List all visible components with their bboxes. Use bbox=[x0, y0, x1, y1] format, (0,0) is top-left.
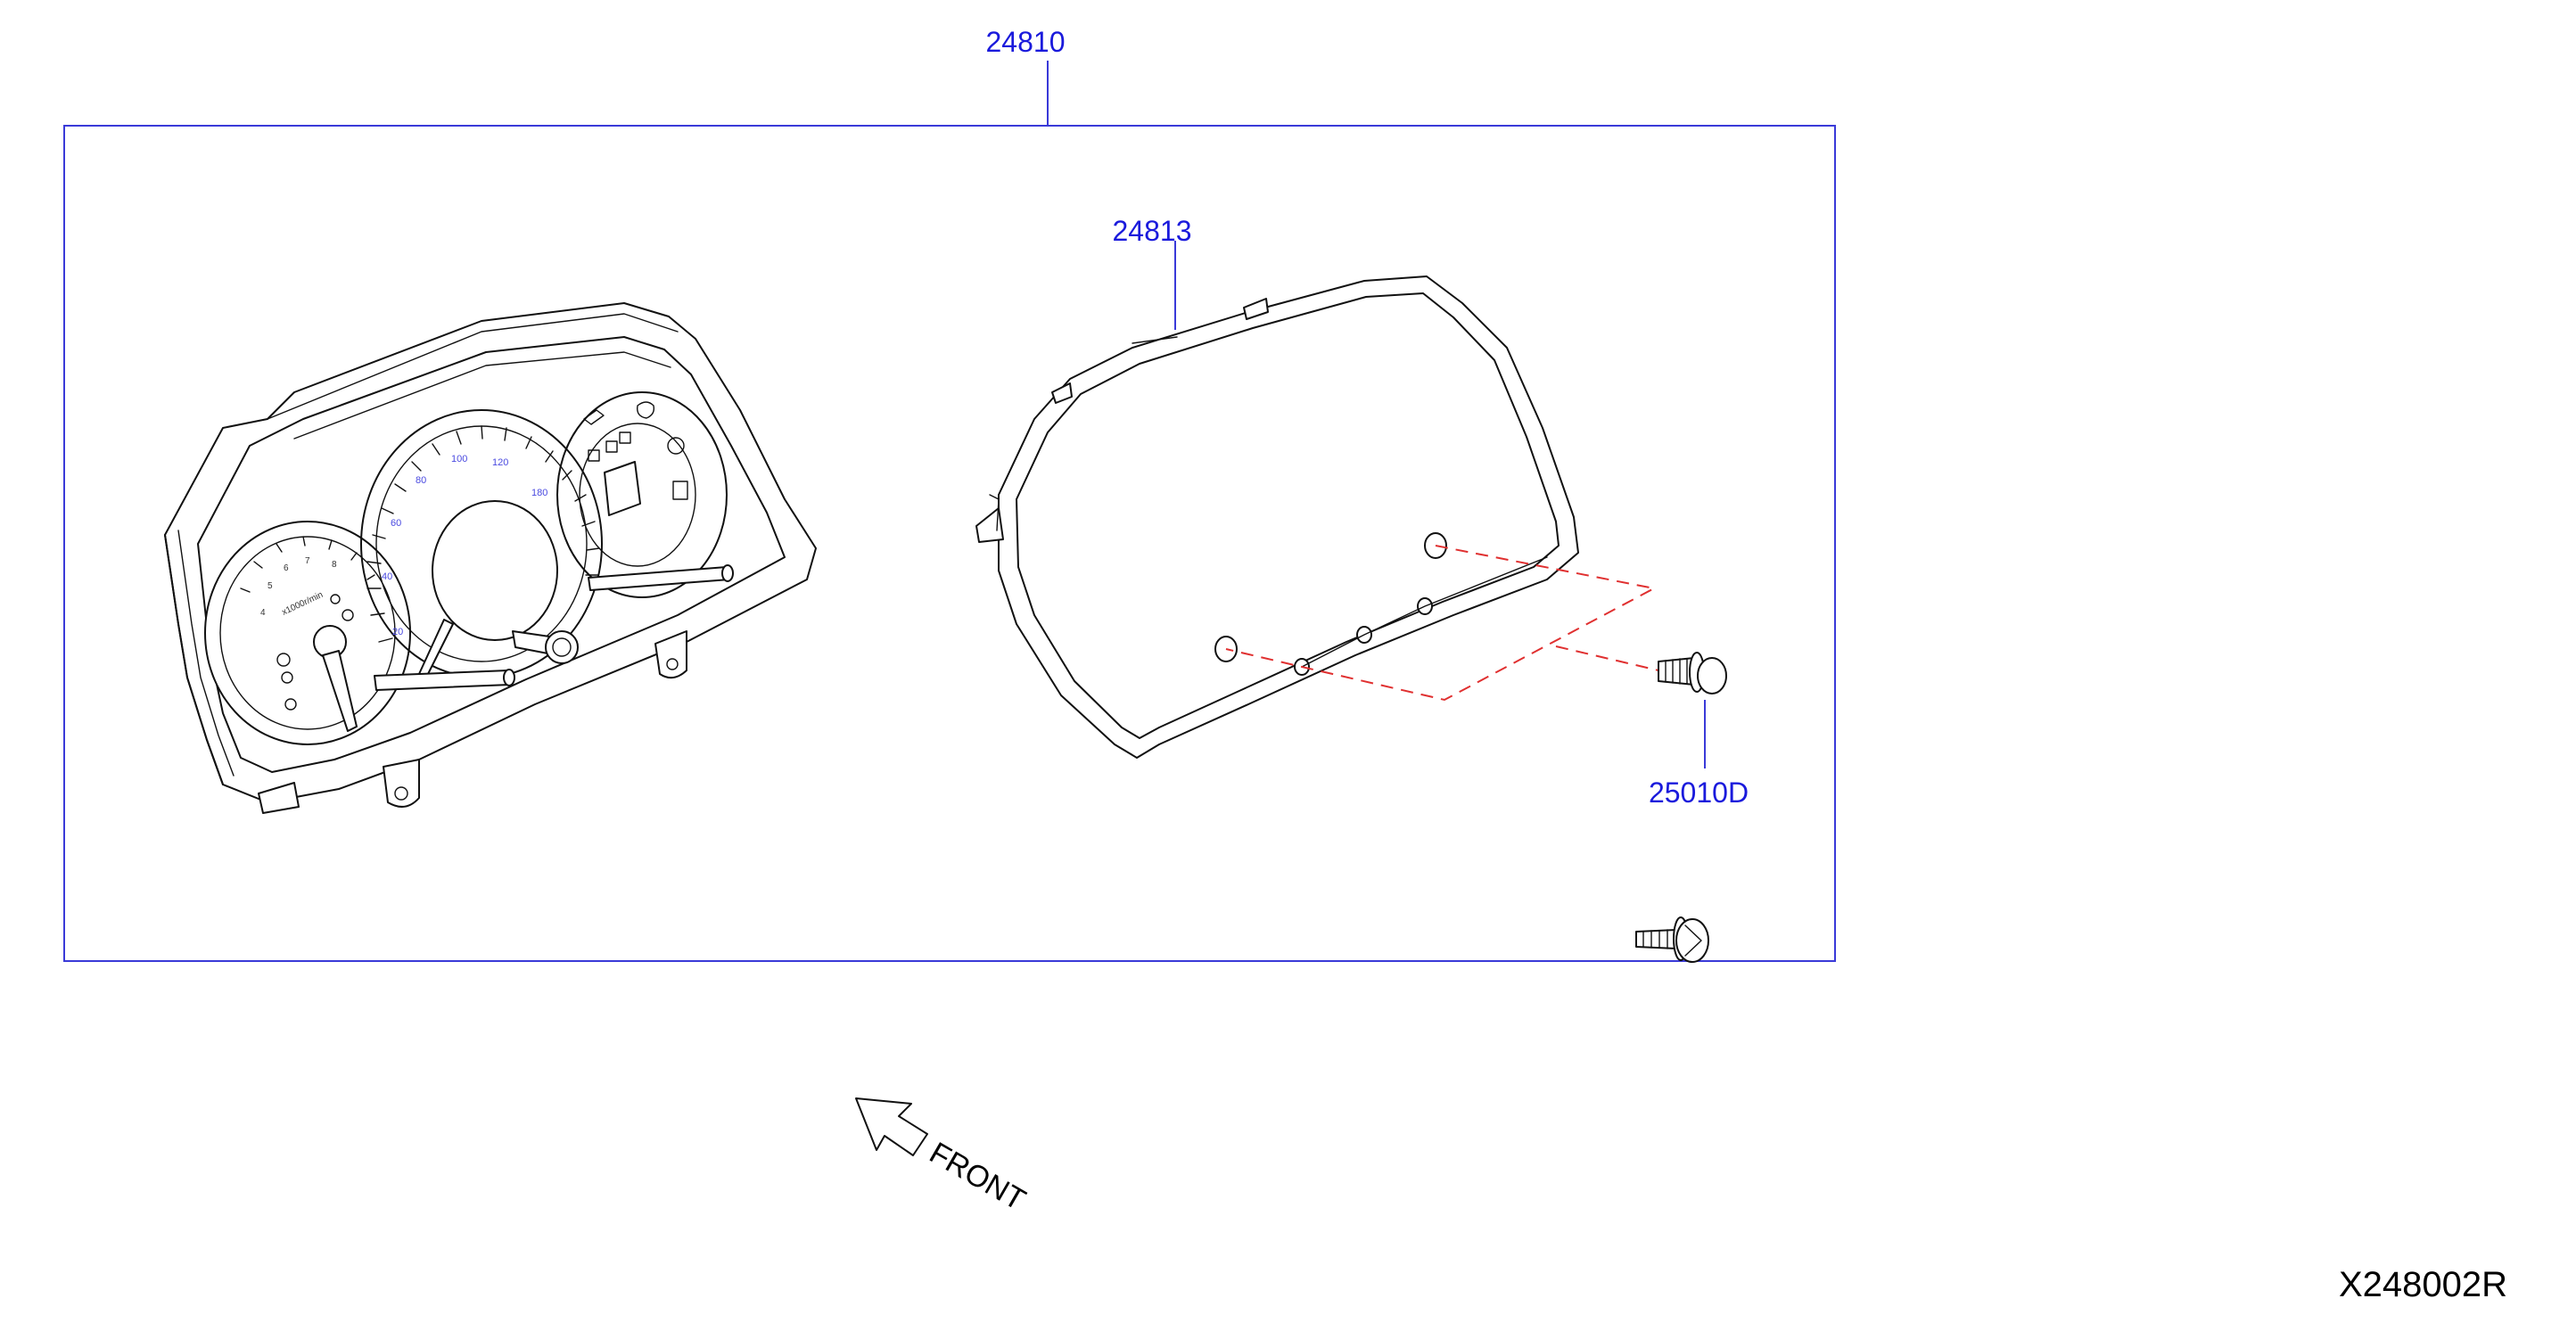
svg-text:180: 180 bbox=[531, 488, 547, 498]
assembly-frame bbox=[63, 125, 1836, 962]
installation-guide-dashed bbox=[1225, 545, 1657, 702]
svg-text:100: 100 bbox=[451, 454, 467, 464]
callout-24813[interactable]: 24813 bbox=[1113, 215, 1192, 247]
second-screw-drawing bbox=[1635, 916, 1709, 963]
diagram-code: X248002R bbox=[2339, 1265, 2507, 1304]
callout-25010D[interactable]: 25010D bbox=[1649, 777, 1749, 809]
meter-glass-drawing bbox=[975, 275, 1579, 759]
svg-text:4: 4 bbox=[260, 608, 266, 618]
callout-24810[interactable]: 24810 bbox=[986, 26, 1066, 58]
svg-text:80: 80 bbox=[416, 475, 426, 486]
front-arrow-icon bbox=[855, 1097, 928, 1156]
svg-text:40: 40 bbox=[382, 571, 392, 582]
svg-text:7: 7 bbox=[305, 556, 310, 566]
svg-text:6: 6 bbox=[284, 563, 289, 573]
svg-text:5: 5 bbox=[267, 581, 273, 591]
screw-drawing bbox=[1658, 652, 1727, 694]
svg-text:8: 8 bbox=[332, 560, 337, 570]
screw-guide-dashed bbox=[1555, 645, 1659, 671]
combination-meter-drawing: 4 5 6 7 8 x1000r/min bbox=[164, 302, 817, 814]
front-label: FRONT bbox=[924, 1136, 1031, 1217]
svg-text:60: 60 bbox=[391, 518, 401, 529]
svg-text:120: 120 bbox=[492, 457, 508, 468]
svg-text:20: 20 bbox=[392, 627, 403, 637]
